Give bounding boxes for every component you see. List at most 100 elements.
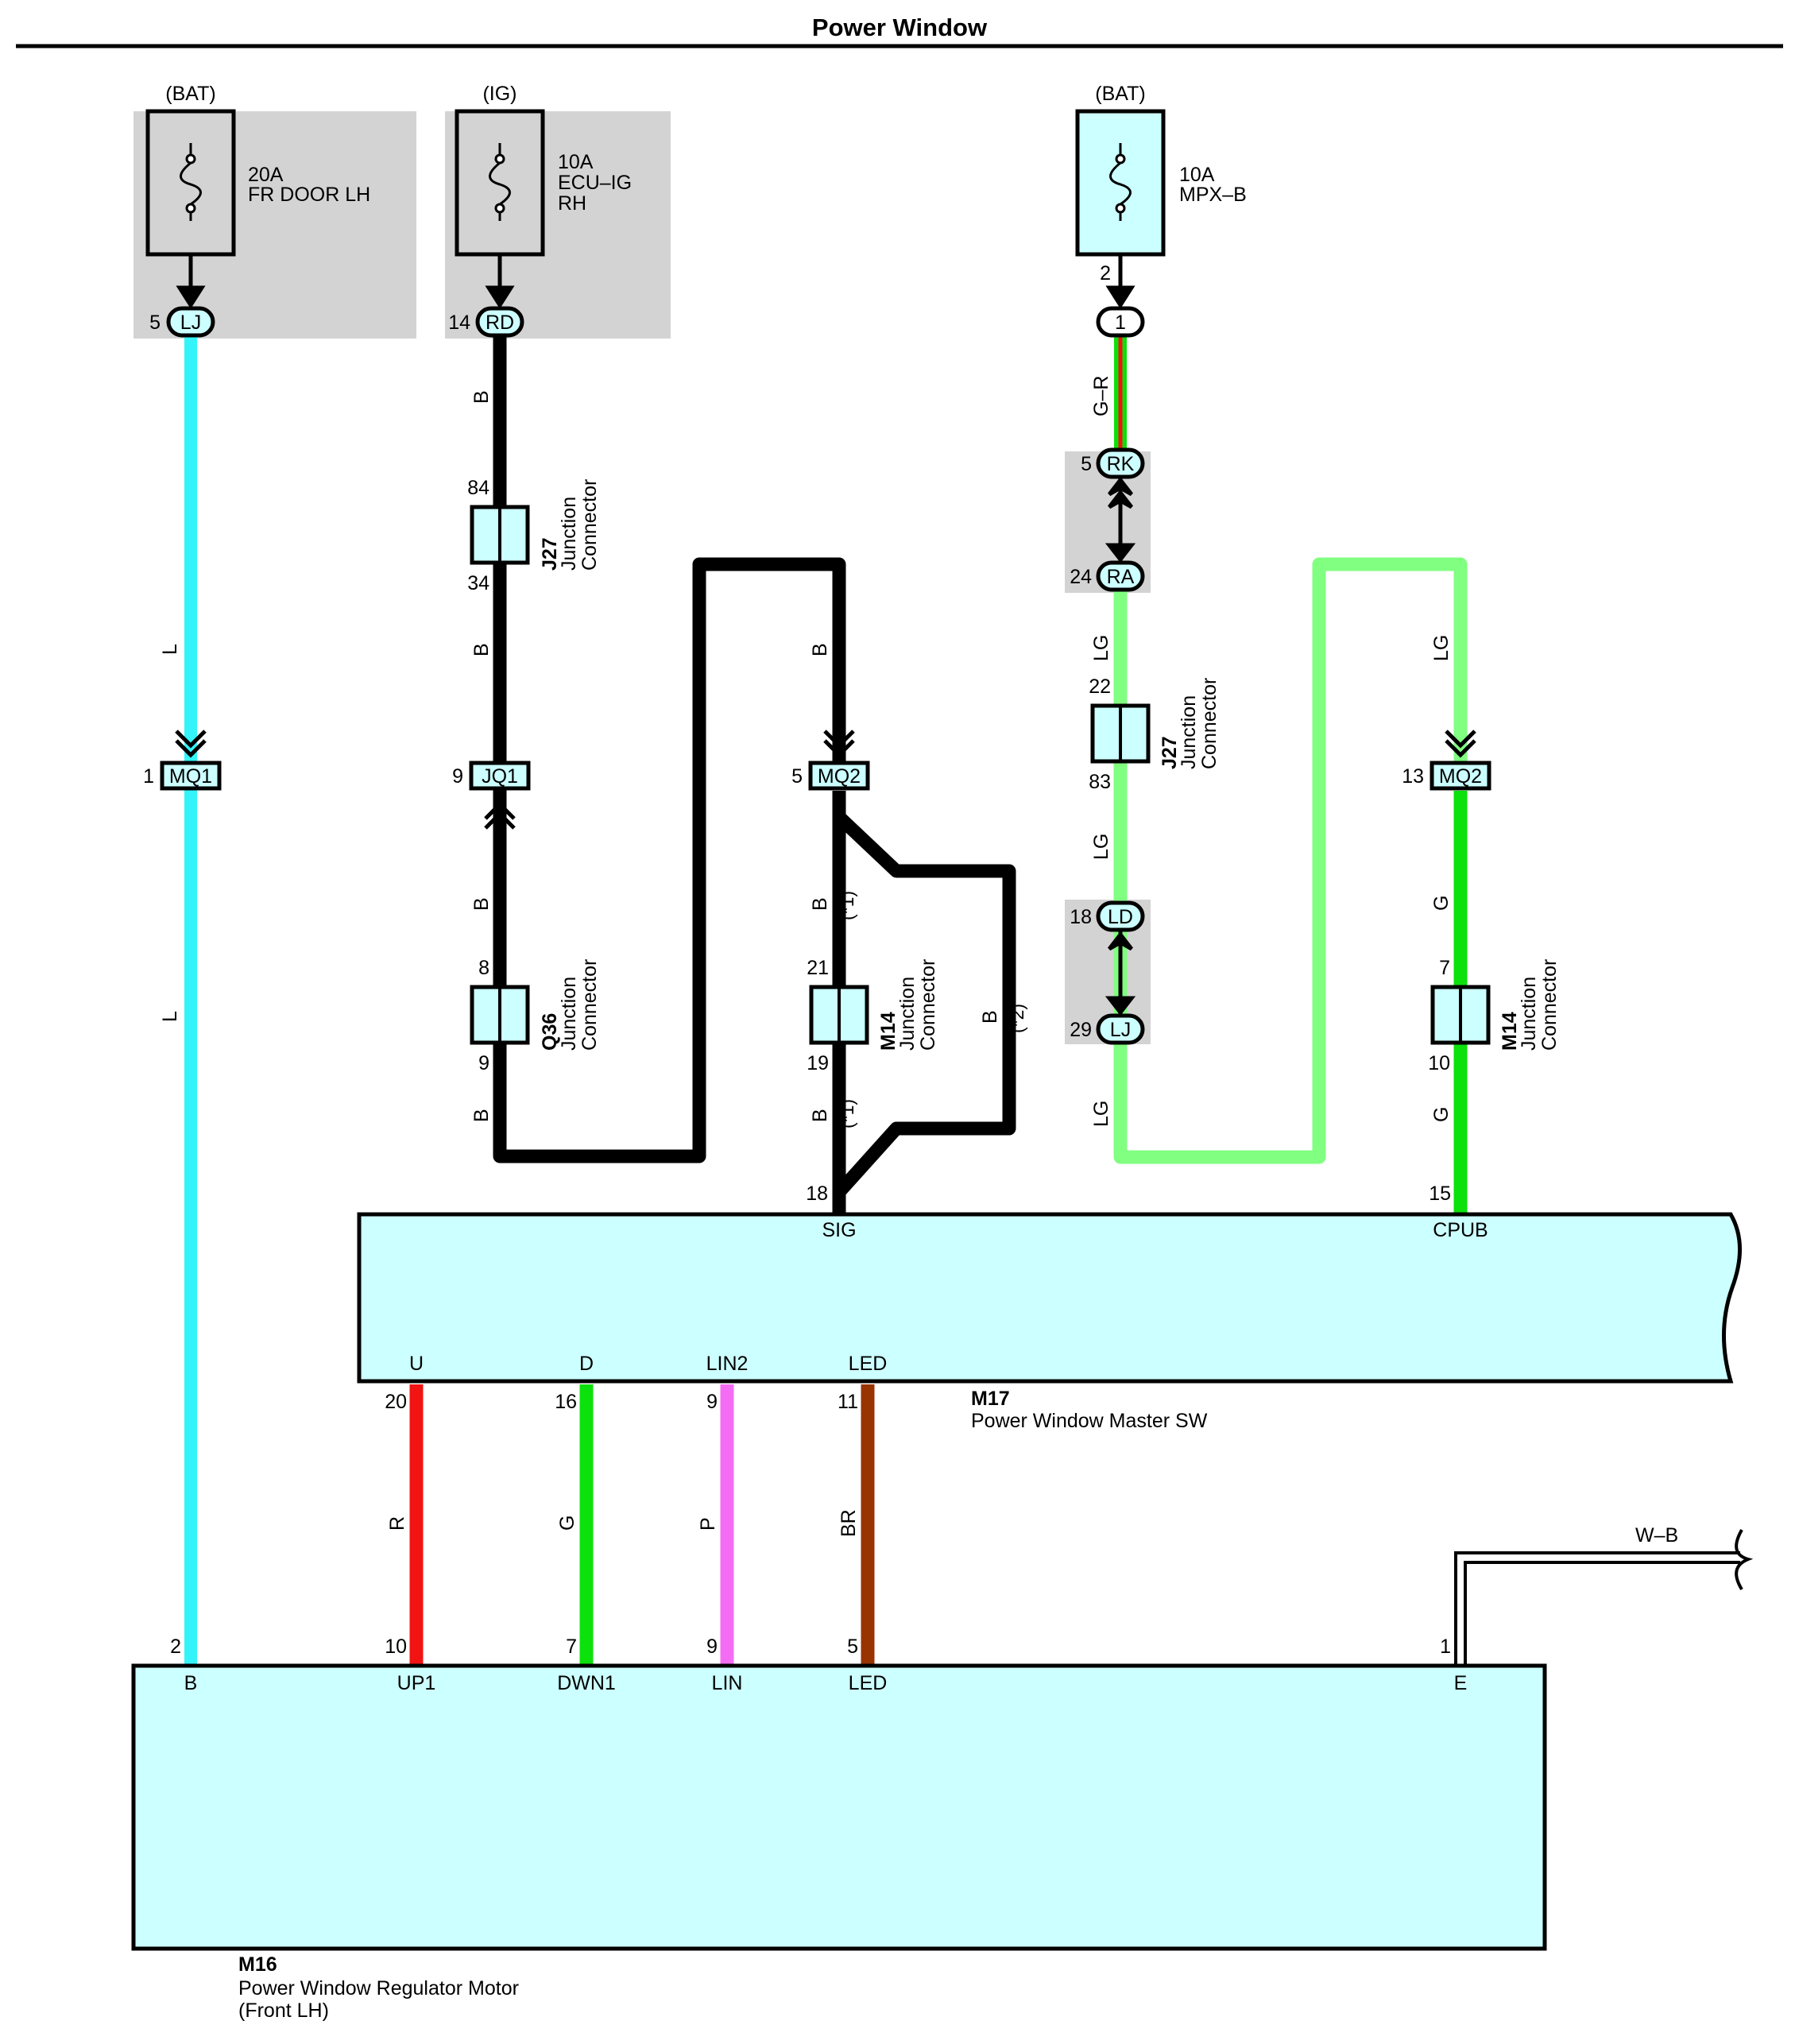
svg-text:B: B — [809, 1109, 831, 1122]
svg-text:RK: RK — [1107, 453, 1135, 475]
svg-text:5: 5 — [847, 1636, 858, 1658]
svg-text:L: L — [159, 1011, 181, 1022]
svg-text:M14: M14 — [1499, 1012, 1521, 1051]
svg-text:10A: 10A — [558, 151, 594, 173]
connector-ra: RA 24 — [1070, 560, 1145, 592]
svg-text:5: 5 — [1081, 453, 1092, 475]
junction-j27-right: 22 83 J27 Junction Connector — [1089, 676, 1221, 793]
svg-text:29: 29 — [1070, 1019, 1092, 1041]
svg-text:18: 18 — [1070, 906, 1092, 928]
svg-text:18: 18 — [806, 1183, 828, 1205]
svg-text:7: 7 — [566, 1636, 577, 1658]
svg-text:MQ1: MQ1 — [169, 765, 212, 788]
wire-wb-inner — [1457, 1554, 1740, 1669]
svg-text:BR: BR — [838, 1509, 860, 1537]
connector-lj-top: LJ 5 — [149, 306, 215, 338]
svg-text:Junction: Junction — [896, 977, 919, 1051]
svg-text:11: 11 — [838, 1391, 858, 1413]
svg-text:SIG: SIG — [822, 1219, 856, 1241]
svg-text:22: 22 — [1089, 676, 1111, 698]
svg-text:Connector: Connector — [578, 479, 601, 571]
connector-jq1: JQ1 9 — [452, 761, 531, 830]
junction-j27-left: 84 34 J27 Junction Connector — [467, 477, 601, 594]
svg-text:2: 2 — [1100, 262, 1111, 285]
svg-text:B: B — [809, 643, 831, 656]
svg-text:1: 1 — [143, 765, 154, 788]
svg-text:Connector: Connector — [917, 959, 939, 1051]
svg-text:M14: M14 — [877, 1012, 900, 1051]
svg-text:Q36: Q36 — [539, 1013, 561, 1051]
ground-break-mark — [1735, 1529, 1754, 1591]
svg-text:G: G — [1430, 1107, 1453, 1122]
svg-text:CPUB: CPUB — [1433, 1219, 1488, 1241]
svg-text:(IG): (IG) — [482, 83, 516, 105]
svg-text:9: 9 — [452, 765, 463, 788]
svg-text:B: B — [809, 897, 831, 911]
svg-text:Power Window Master SW: Power Window Master SW — [971, 1410, 1208, 1432]
fuse-block-shade-1 — [133, 111, 416, 339]
connector-mq2-a: MQ2 5 — [791, 730, 870, 791]
svg-text:Junction: Junction — [1178, 695, 1200, 769]
svg-text:5: 5 — [149, 312, 161, 334]
svg-text:M17: M17 — [971, 1388, 1010, 1410]
fuse-mpx-b: (BAT) 10A MPX–B 2 — [1075, 83, 1247, 285]
svg-text:9: 9 — [706, 1391, 718, 1413]
svg-text:9: 9 — [706, 1636, 718, 1658]
wire-color-labels: L L B B B B B B B B (*1) (*1) (*2) G–R L… — [159, 376, 1678, 1547]
svg-text:L: L — [159, 644, 181, 655]
svg-text:LG: LG — [1090, 635, 1112, 661]
svg-text:20A: 20A — [248, 164, 284, 186]
svg-text:RH: RH — [558, 192, 586, 215]
svg-text:2: 2 — [170, 1636, 181, 1658]
jb-double-arrows — [1105, 476, 1136, 1016]
svg-text:8: 8 — [478, 957, 489, 979]
svg-text:E: E — [1454, 1672, 1468, 1694]
svg-text:FR DOOR LH: FR DOOR LH — [248, 184, 370, 206]
svg-text:34: 34 — [467, 572, 489, 594]
svg-text:(Front LH): (Front LH) — [238, 1999, 329, 2022]
m16-regulator-motor: 2 B 10 UP1 7 DWN1 9 LIN 5 LED 1 E M16 Po… — [131, 1636, 1547, 2022]
svg-text:B: B — [470, 897, 493, 911]
svg-text:B: B — [184, 1672, 198, 1694]
svg-text:Power Window Regulator Motor: Power Window Regulator Motor — [238, 1977, 519, 1999]
svg-text:DWN1: DWN1 — [557, 1672, 616, 1694]
wire-lg — [1113, 557, 1468, 1164]
svg-text:LD: LD — [1108, 906, 1133, 928]
svg-text:10A: 10A — [1179, 164, 1215, 186]
svg-text:(BAT): (BAT) — [165, 83, 215, 105]
svg-text:13: 13 — [1402, 765, 1424, 788]
svg-text:ECU–IG: ECU–IG — [558, 172, 632, 194]
svg-text:19: 19 — [807, 1052, 829, 1074]
junction-q36: 8 9 Q36 Junction Connector — [470, 957, 601, 1074]
svg-text:83: 83 — [1089, 771, 1111, 793]
connector-mq1: MQ1 1 — [143, 730, 222, 791]
svg-text:Junction: Junction — [1518, 977, 1540, 1051]
wire-b-loop — [834, 811, 1016, 1197]
svg-text:LG: LG — [1430, 635, 1453, 661]
svg-text:M16: M16 — [238, 1953, 277, 1976]
svg-text:LJ: LJ — [1110, 1019, 1131, 1041]
svg-text:G–R: G–R — [1090, 376, 1112, 416]
svg-text:MQ2: MQ2 — [818, 765, 861, 788]
svg-text:RD: RD — [486, 312, 514, 334]
svg-text:RA: RA — [1107, 566, 1135, 588]
fuse-ecu-ig: (IG) 10A ECU–IG RH — [455, 83, 632, 257]
junction-m14-right: 7 10 M14 Junction Connector — [1428, 957, 1561, 1074]
svg-text:Connector: Connector — [1198, 678, 1221, 769]
svg-text:LIN2: LIN2 — [706, 1353, 749, 1375]
connector-mq2-b: MQ2 13 — [1402, 730, 1491, 791]
svg-text:(BAT): (BAT) — [1095, 83, 1145, 105]
junction-m14-left: 21 19 M14 Junction Connector — [807, 957, 939, 1074]
svg-text:Connector: Connector — [578, 959, 601, 1051]
svg-text:B: B — [470, 1109, 493, 1122]
svg-text:10: 10 — [1428, 1052, 1450, 1074]
svg-text:P: P — [697, 1517, 719, 1531]
fuse-block-shade-2 — [445, 111, 671, 339]
svg-text:W–B: W–B — [1635, 1524, 1678, 1547]
svg-text:LJ: LJ — [180, 312, 201, 334]
svg-text:J27: J27 — [539, 537, 561, 571]
svg-text:Connector: Connector — [1538, 959, 1561, 1051]
svg-text:R: R — [386, 1516, 408, 1531]
svg-text:B: B — [470, 643, 493, 656]
svg-text:21: 21 — [807, 957, 829, 979]
